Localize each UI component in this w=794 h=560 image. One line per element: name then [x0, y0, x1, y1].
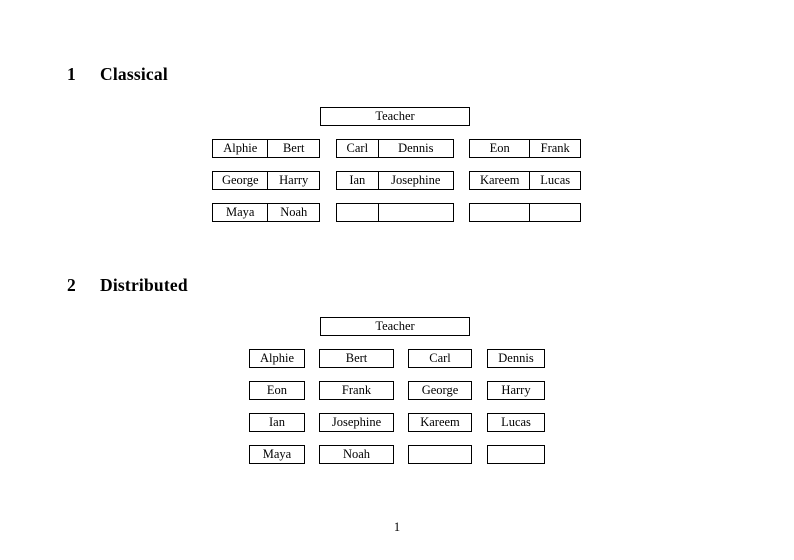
distributed-teacher-row: Teacher — [320, 317, 470, 336]
student-cell[interactable]: Josephine — [377, 172, 453, 189]
student-box[interactable]: Alphie — [249, 349, 305, 368]
student-box[interactable]: Kareem — [408, 413, 472, 432]
classical-teacher-row: Teacher — [320, 107, 470, 126]
student-cell[interactable]: Kareem — [479, 173, 520, 187]
distributed-teacher-box[interactable]: Teacher — [320, 317, 470, 336]
student-cell[interactable]: Eon — [489, 141, 510, 155]
student-box[interactable]: Lucas — [487, 413, 545, 432]
student-cell[interactable]: George — [221, 173, 259, 187]
student-box[interactable] — [487, 445, 545, 464]
section-title: Classical — [100, 64, 168, 84]
classical-group-2-row-2: Ian Josephine — [336, 171, 454, 190]
student-box[interactable] — [408, 445, 472, 464]
student-cell[interactable]: Carl — [346, 141, 369, 155]
student-cell[interactable]: Noah — [267, 204, 319, 221]
student-box[interactable]: Eon — [249, 381, 305, 400]
page-number: 1 — [393, 520, 401, 534]
classical-teacher-box[interactable]: Teacher — [320, 107, 470, 126]
classical-group-1-row-2: George Harry — [212, 171, 320, 190]
student-box[interactable]: Frank — [319, 381, 394, 400]
classical-group-2-row-3 — [336, 203, 454, 222]
student-box[interactable]: Maya — [249, 445, 305, 464]
student-cell[interactable] — [470, 204, 529, 221]
student-cell[interactable]: Ian — [349, 173, 366, 187]
section-heading-distributed: 2 Distributed — [67, 275, 188, 296]
student-box[interactable]: Josephine — [319, 413, 394, 432]
student-cell[interactable]: Bert — [267, 140, 319, 157]
classical-group-2-row-1: Carl Dennis — [336, 139, 454, 158]
student-cell[interactable] — [337, 204, 378, 221]
student-cell[interactable]: Harry — [267, 172, 319, 189]
student-box[interactable]: Ian — [249, 413, 305, 432]
student-box[interactable]: George — [408, 381, 472, 400]
student-cell[interactable] — [529, 204, 580, 221]
section-number: 2 — [67, 275, 76, 295]
classical-group-3-row-3 — [469, 203, 581, 222]
student-cell[interactable]: Frank — [529, 140, 580, 157]
student-cell[interactable]: Lucas — [529, 172, 580, 189]
student-cell[interactable]: Maya — [226, 205, 255, 219]
student-box[interactable]: Carl — [408, 349, 472, 368]
section-heading-classical: 1 Classical — [67, 64, 168, 85]
classical-group-1-row-1: Alphie Bert — [212, 139, 320, 158]
student-box[interactable]: Harry — [487, 381, 545, 400]
classical-group-1-row-3: Maya Noah — [212, 203, 320, 222]
student-box[interactable]: Bert — [319, 349, 394, 368]
section-title: Distributed — [100, 275, 188, 295]
classical-group-3-row-2: Kareem Lucas — [469, 171, 581, 190]
student-cell[interactable]: Dennis — [377, 140, 453, 157]
student-box[interactable]: Dennis — [487, 349, 545, 368]
classical-group-3-row-1: Eon Frank — [469, 139, 581, 158]
student-cell[interactable]: Alphie — [223, 141, 258, 155]
student-cell[interactable] — [377, 204, 453, 221]
section-number: 1 — [67, 64, 76, 84]
student-box[interactable]: Noah — [319, 445, 394, 464]
